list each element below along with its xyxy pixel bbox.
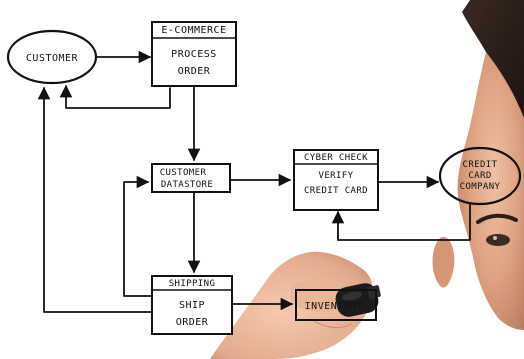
cyber-check-header: CYBER CHECK [304, 153, 368, 163]
cyber-check-box [293, 149, 379, 211]
person [432, 0, 524, 330]
shipping-line-2: ORDER [176, 317, 209, 328]
person-face [457, 52, 524, 330]
inventory-label: INVENTORY [305, 301, 364, 312]
hand-finger [290, 280, 351, 313]
datastore-box [151, 163, 231, 193]
datastore-line-1: CUSTOMER [160, 168, 207, 178]
shipping-box [151, 275, 233, 335]
credit-card-company-line-3: COMPANY [460, 182, 501, 192]
arrow-credit-company-to-cyber-check [331, 203, 471, 241]
ecommerce-line-1: PROCESS [171, 49, 217, 60]
datastore-line-2: DATASTORE [161, 180, 213, 190]
person-eyebrow [476, 213, 518, 224]
marker-highlight [342, 291, 362, 301]
marker-tip [367, 285, 381, 299]
marker [335, 283, 379, 317]
node-customer-datastore: CUSTOMER DATASTORE [151, 163, 231, 193]
credit-card-company-line-2: CARD [468, 171, 491, 181]
credit-card-company-line-1: CREDIT [463, 160, 498, 170]
cyber-check-line-2: CREDIT CARD [304, 186, 368, 196]
arrow-ecommerce-to-customer [59, 84, 171, 109]
arrow-shipping-to-datastore [123, 175, 153, 297]
node-customer: CUSTOMER [6, 29, 98, 85]
arrow-shipping-to-customer [37, 86, 153, 313]
shipping-line-1: SHIP [179, 300, 205, 311]
node-inventory: INVENTORY [295, 289, 377, 321]
person-eye [486, 234, 510, 246]
hand-knuckle-shadow [311, 319, 353, 329]
person-eye-highlight [493, 236, 497, 240]
person-ear [432, 236, 455, 288]
customer-label: CUSTOMER [26, 53, 79, 64]
credit-card-company-ellipse [438, 146, 522, 206]
ecommerce-line-2: ORDER [178, 66, 211, 77]
node-credit-card-company: CREDIT CARD COMPANY [438, 146, 522, 206]
node-shipping: SHIPPING SHIP ORDER [151, 275, 233, 335]
node-ecommerce: E-COMMERCE PROCESS ORDER [151, 21, 237, 87]
ecommerce-header: E-COMMERCE [161, 25, 226, 36]
inventory-box [295, 289, 377, 321]
flow-arrows [37, 50, 471, 313]
person-hair [462, 0, 524, 118]
shipping-header: SHIPPING [169, 279, 216, 289]
cyber-check-line-1: VERIFY [319, 171, 354, 181]
node-cyber-check: CYBER CHECK VERIFY CREDIT CARD [293, 149, 379, 211]
